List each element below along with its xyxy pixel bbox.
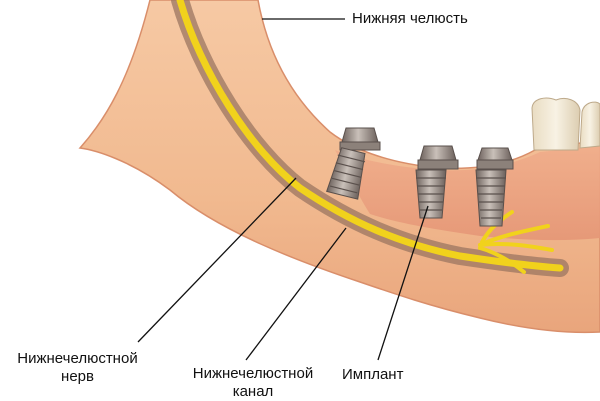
implant-3	[475, 147, 514, 227]
leader-line-implant	[377, 205, 429, 361]
label-canal-line2: канал	[232, 383, 274, 400]
label-nerve: Нижнечелюстной нерв	[0, 350, 155, 386]
inferior-alveolar-nerve	[176, 0, 564, 272]
label-nerve-line1: Нижнечелюстной	[17, 350, 138, 367]
label-implant: Имплант	[342, 366, 404, 383]
label-nerve-line2: нерв	[61, 368, 94, 385]
leader-lines	[137, 18, 429, 361]
leader-line-canal	[245, 227, 347, 361]
implant-2	[415, 145, 459, 219]
gum-tissue	[335, 146, 600, 241]
label-canal-line1: Нижнечелюстной	[192, 365, 314, 382]
implant-1	[326, 127, 381, 200]
label-canal: Нижнечелюстной канал	[178, 365, 328, 401]
nerve-branches	[478, 210, 554, 274]
leader-line-nerve	[137, 177, 297, 343]
natural-teeth	[531, 97, 600, 151]
label-mandible: Нижняя челюсть	[352, 10, 468, 27]
